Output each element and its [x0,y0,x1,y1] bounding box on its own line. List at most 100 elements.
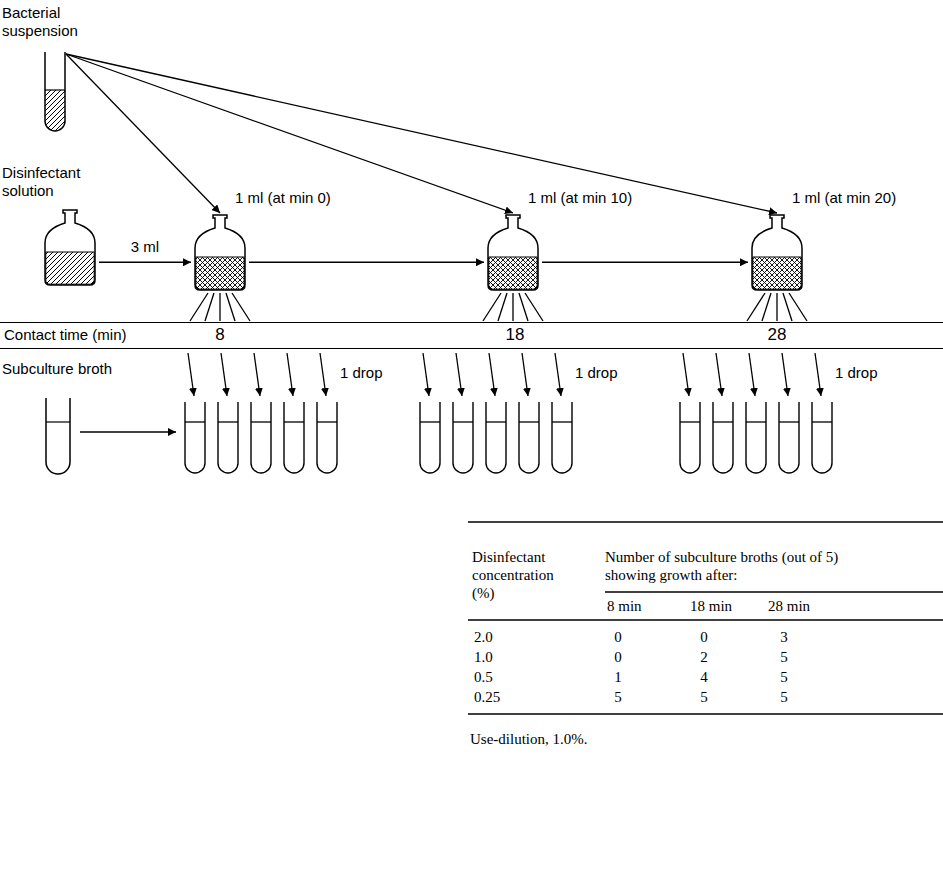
spray-line [762,293,771,321]
mixing-bottle: 1 ml (at min 20) [752,215,802,290]
drop-arrow [749,353,755,396]
table-cell: 0 [603,628,633,646]
bottle-cross [488,215,538,290]
transfer-arrow [66,54,777,213]
table-cell: 5 [689,688,719,706]
broth-surface [453,421,473,422]
broth-surface [812,421,832,422]
table-cell: 5 [769,668,799,686]
disinfectant-bottle: Disinfectant solution [45,210,95,285]
spray-line [519,293,528,321]
broth-surface [218,421,238,422]
node-label: 1 ml (at min 20) [792,189,896,207]
bacterial-tube: Bacterial suspension [44,52,66,132]
subculture-tube [185,402,205,473]
node-label: 1 ml (at min 0) [235,189,331,207]
column-header: 8 min [607,597,642,615]
subculture-tube [713,402,733,473]
bottle-diag [45,210,95,285]
drop-label: 1 drop [340,364,383,382]
drop-arrow [287,353,293,396]
subculture-tube [552,402,572,473]
table-rule [605,591,943,592]
table-header: Number of subculture broths (out of 5) s… [605,548,845,584]
contact-time: 18 [495,325,535,345]
broth-surface [251,421,271,422]
drop-label: 1 drop [575,364,618,382]
broth-surface [552,421,572,422]
subculture-tube [284,402,304,473]
broth-surface [779,421,799,422]
table-rule [468,521,943,522]
drop-arrow [489,353,495,396]
spray-line [776,293,777,321]
table-cell: 0.25 [474,688,500,706]
table-cell: 5 [769,688,799,706]
spray-line [190,293,208,321]
tube-broth [45,398,71,476]
spray-line [483,293,501,321]
drop-arrow [683,353,689,396]
spray-line [498,293,507,321]
drop-arrow [782,353,788,396]
table-cell: 0.5 [474,668,493,686]
table-cell: 3 [769,628,799,646]
subculture-tube [519,402,539,473]
broth-surface [519,421,539,422]
broth-surface [746,421,766,422]
drop-arrow [716,353,722,396]
table-cell: 2 [689,648,719,666]
contact-time: 8 [200,325,240,345]
broth-surface [185,421,205,422]
table-cell: 1 [603,668,633,686]
drop-arrow [221,353,227,396]
drop-arrow [254,353,260,396]
subculture-tube [453,402,473,473]
subculture-tube [251,402,271,473]
transfer-arrow [66,54,513,213]
broth-surface [420,421,440,422]
node-label: Bacterial suspension [2,4,92,40]
transfer-arrow [99,262,191,263]
drop-label: 1 drop [835,364,878,382]
node-label: Contact time (min) [4,326,127,344]
broth-surface [680,421,700,422]
table-note: Use-dilution, 1.0%. [470,730,588,748]
broth-tube: Subculture broth [45,398,71,476]
drop-arrow [555,353,561,396]
subculture-tube [218,402,238,473]
node-label: Disinfectant solution [2,164,97,200]
broth-surface [486,421,506,422]
subculture-tube [746,402,766,473]
broth-surface [284,421,304,422]
drop-arrow [423,353,429,396]
subculture-tube [420,402,440,473]
table-cell: 5 [769,648,799,666]
mixing-bottle: 1 ml (at min 0) [195,215,245,290]
table-cell: 5 [603,688,633,706]
drop-arrow [522,353,528,396]
spray-line [205,293,214,321]
spray-line [219,293,220,321]
node-label: 1 ml (at min 10) [528,189,632,207]
transfer-arrow [542,262,748,263]
table-rule [468,713,943,714]
subculture-tube [317,402,337,473]
subculture-tube [680,402,700,473]
node-label: Subculture broth [2,360,112,378]
spray-line [783,293,792,321]
transfer-arrow [249,262,484,263]
spray-line [747,293,765,321]
bottle-cross [195,215,245,290]
broth-surface [317,421,337,422]
table-cell: 0 [689,628,719,646]
supply-arrow [80,431,176,432]
subculture-tube [779,402,799,473]
spray-line [226,293,235,321]
table-cell: 2.0 [474,628,493,646]
table-cell: 1.0 [474,648,493,666]
contact-time-band: Contact time (min)81828 [0,322,943,349]
volume-label: 3 ml [131,238,159,256]
spray-line [512,293,513,321]
table-header: Disinfectant concentration (%) [472,548,577,602]
